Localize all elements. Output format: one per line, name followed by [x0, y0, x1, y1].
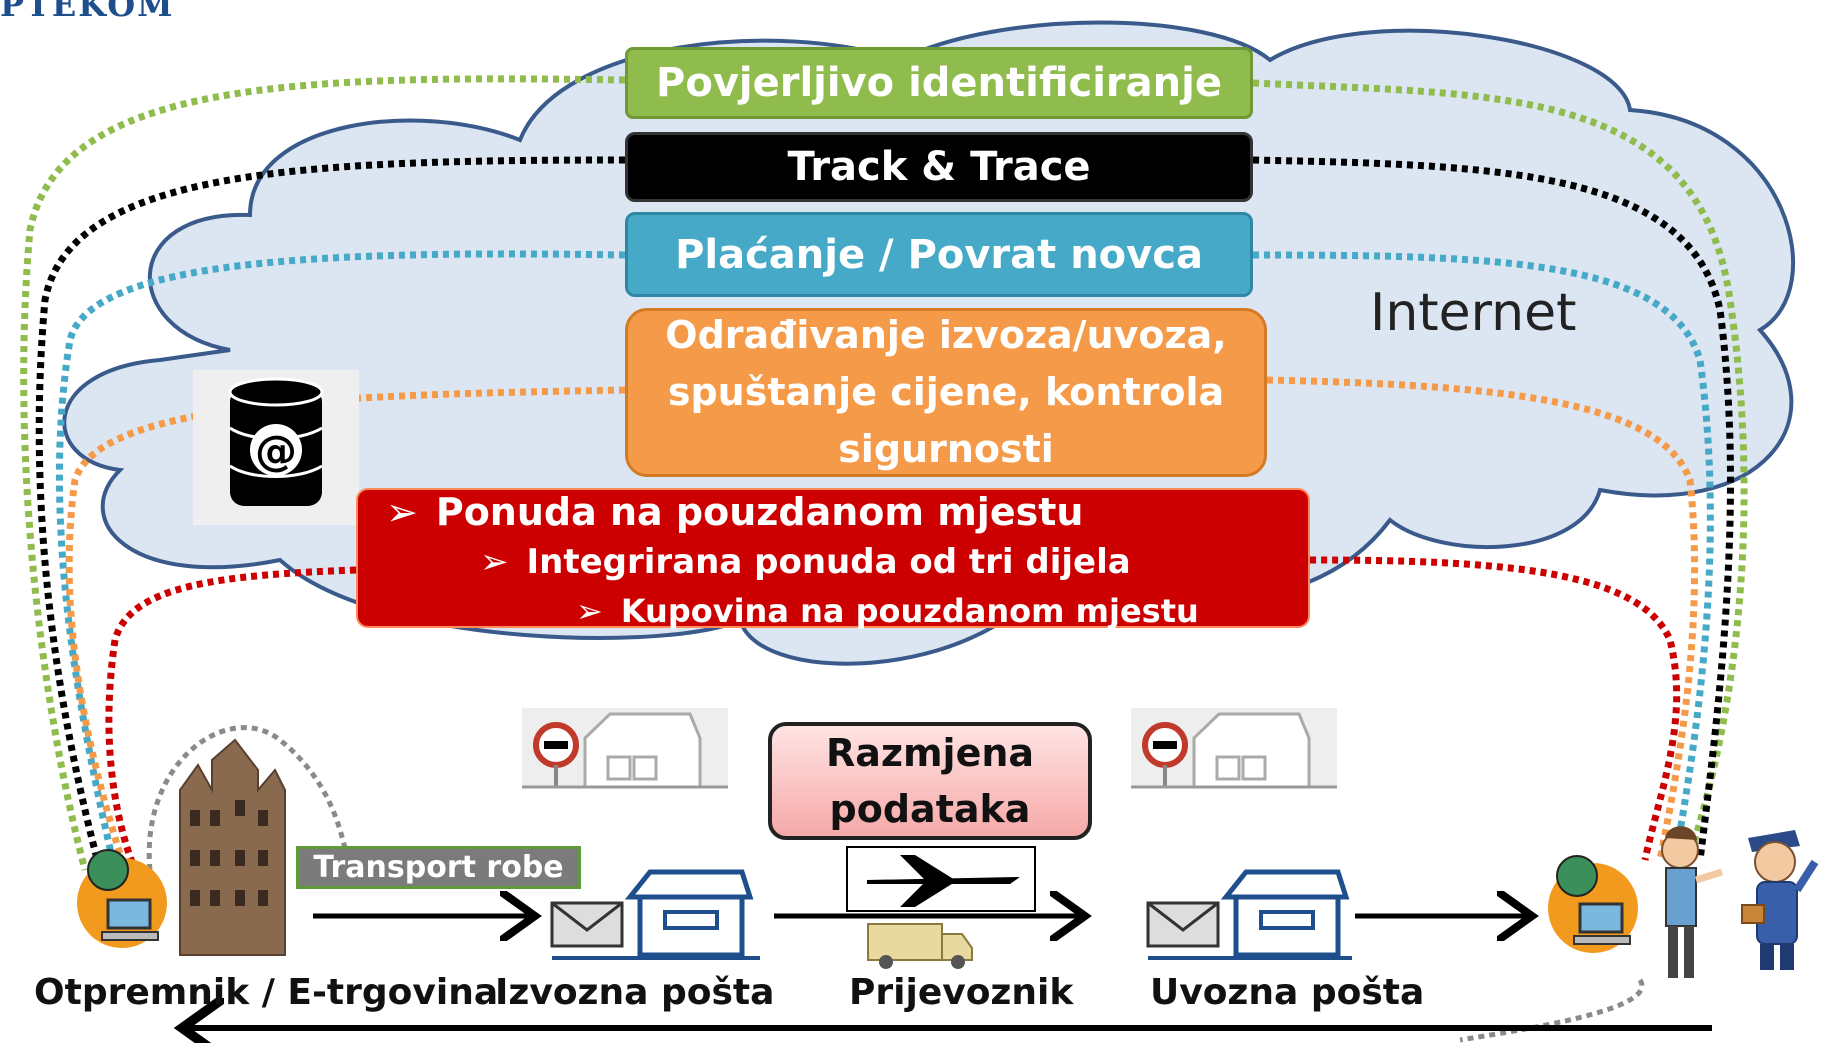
post-office-icon-export — [552, 869, 760, 960]
transport-label: Transport robe — [296, 846, 581, 889]
connection-lines — [20, 75, 1748, 1043]
gray-connection-line — [146, 725, 1645, 1043]
green-connection-line — [20, 75, 1748, 871]
service-identification: Povjerljivo identificiranje — [625, 47, 1253, 119]
actor-import-post-label: Uvozna pošta — [1150, 972, 1425, 1013]
service-track-trace: Track & Trace — [625, 132, 1253, 202]
envelope-icon-import — [1146, 901, 1220, 948]
orange-connection-line — [65, 376, 1699, 872]
database-at-icon: @ — [193, 370, 359, 525]
marketplace-box: ➢Ponuda na pouzdanom mjestu ➢Integrirana… — [356, 488, 1310, 630]
marketplace-level-2: ➢Integrirana ponuda od tri dijela — [480, 542, 1131, 582]
customs-office-icon-export — [522, 708, 728, 789]
actor-export-post-label: Izvozna pošta — [495, 972, 775, 1013]
black-connection-line — [35, 156, 1734, 871]
svg-text:@: @ — [255, 426, 297, 475]
actor-carrier-label: Prijevoznik — [849, 972, 1074, 1013]
logo: PTEKOM — [0, 0, 175, 24]
truck-icon — [867, 923, 973, 969]
marketplace-level-1: ➢Ponuda na pouzdanom mjestu — [386, 490, 1084, 534]
internet-label: Internet — [1370, 283, 1577, 343]
computer-globe-icon-sender — [77, 849, 167, 948]
marketplace-level-3: ➢Kupovina na pouzdanom mjestu — [576, 592, 1199, 630]
data-exchange-box: Razmjena podataka — [768, 722, 1092, 840]
arrow-bullet-icon: ➢ — [480, 542, 509, 582]
customer-icon — [1661, 826, 1724, 978]
arrow-bullet-icon: ➢ — [576, 592, 603, 630]
arrow-bullet-icon: ➢ — [386, 490, 418, 534]
airplane-icon — [846, 846, 1036, 912]
service-customs: Odrađivanje izvoza/uvoza, spuštanje cije… — [625, 308, 1267, 477]
envelope-icon-export — [550, 901, 624, 948]
computer-globe-icon-recipient — [1548, 855, 1638, 953]
building-icon — [179, 738, 286, 956]
service-payment: Plaćanje / Povrat novca — [625, 212, 1253, 297]
customs-office-icon-import — [1131, 708, 1337, 789]
postman-icon — [1741, 830, 1819, 970]
red-connection-line — [105, 556, 1681, 872]
post-office-icon-import — [1148, 869, 1352, 960]
actor-sender-label: Otpremnik / E-trgovina — [34, 972, 499, 1013]
flow-arrows — [188, 916, 1712, 1028]
